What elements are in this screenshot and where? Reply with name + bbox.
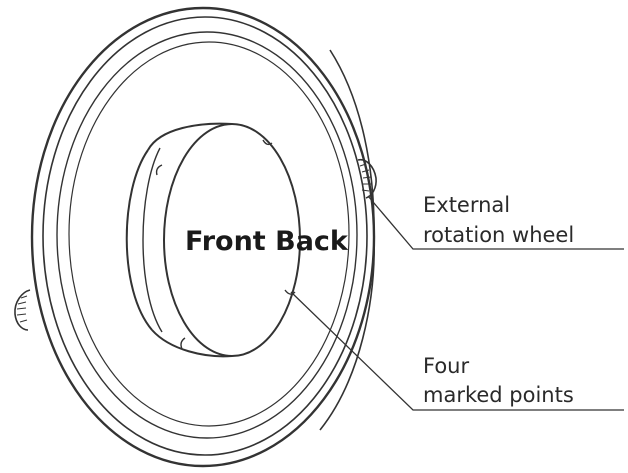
callout-rotation-wheel: External rotation wheel <box>367 193 624 250</box>
rotation-wheel-knob <box>357 158 377 199</box>
callout-points-line1: Four <box>423 354 469 378</box>
inner-mount-tube <box>125 122 301 358</box>
rotation-wheel-knob-left <box>14 289 31 331</box>
front-back-label: Front Back <box>185 226 349 257</box>
callout-wheel-line1: External <box>423 193 510 217</box>
marked-point-notches <box>155 139 296 350</box>
callout-wheel-line2: rotation wheel <box>423 223 574 247</box>
callout-points-line2: marked points <box>423 383 574 407</box>
ring-rim-edge <box>319 49 375 431</box>
callout-line-points <box>290 291 624 411</box>
callout-line-wheel <box>367 195 624 250</box>
callout-marked-points: Four marked points <box>290 291 624 411</box>
